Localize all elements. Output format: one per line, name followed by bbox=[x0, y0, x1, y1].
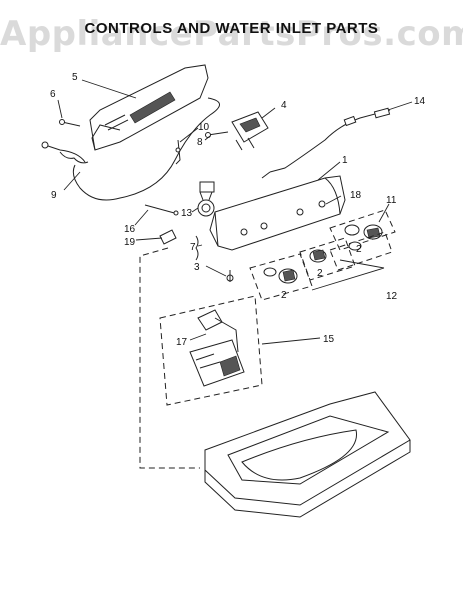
switch-4-part bbox=[231, 111, 269, 151]
callout-3: 3 bbox=[194, 262, 200, 273]
callout-16: 16 bbox=[124, 224, 136, 235]
callout-12: 12 bbox=[386, 291, 398, 302]
clip-10-part bbox=[175, 139, 181, 165]
screw-3-part bbox=[226, 270, 234, 282]
callout-labels: 5 6 4 14 10 8 9 1 18 11 13 16 19 7 2 2 2… bbox=[50, 72, 426, 348]
power-cord-9-part bbox=[41, 141, 89, 164]
callout-18: 18 bbox=[350, 190, 362, 201]
bracket-16-part bbox=[144, 204, 179, 216]
spring-7-part bbox=[195, 235, 199, 261]
routing-line bbox=[139, 247, 200, 469]
wire-harness bbox=[72, 97, 220, 201]
callout-11: 11 bbox=[386, 195, 397, 206]
leader-lines bbox=[57, 79, 413, 345]
control-panel-1-part bbox=[209, 175, 346, 251]
knob-group-12a bbox=[249, 253, 313, 301]
encoder-13-part bbox=[197, 181, 215, 217]
callout-2-a: 2 bbox=[356, 244, 362, 255]
callout-8: 8 bbox=[197, 137, 203, 148]
callout-4: 4 bbox=[281, 100, 287, 111]
valve-box-15 bbox=[159, 295, 263, 406]
callout-19: 19 bbox=[124, 237, 136, 248]
clip-19-part bbox=[159, 229, 177, 245]
screw-6-part bbox=[59, 119, 81, 127]
callout-13: 13 bbox=[181, 208, 193, 219]
callout-2-c: 2 bbox=[281, 290, 287, 301]
callout-15: 15 bbox=[323, 334, 335, 345]
callout-9: 9 bbox=[51, 190, 57, 201]
callout-14: 14 bbox=[414, 96, 426, 107]
callout-6: 6 bbox=[50, 89, 56, 100]
knob-group-12c bbox=[329, 231, 393, 271]
callout-10: 10 bbox=[198, 122, 210, 133]
water-valve-15-part bbox=[189, 309, 245, 387]
callout-17: 17 bbox=[176, 337, 188, 348]
diagram-title: CONTROLS AND WATER INLET PARTS bbox=[84, 20, 379, 37]
console-panel-part bbox=[89, 64, 209, 151]
inlet-tube-14-part bbox=[261, 107, 391, 179]
knob-group-12b bbox=[299, 237, 356, 281]
callout-2-b: 2 bbox=[317, 268, 323, 279]
callout-5: 5 bbox=[72, 72, 78, 83]
knob-group-11 bbox=[329, 209, 396, 251]
callout-1: 1 bbox=[342, 155, 348, 166]
callout-7: 7 bbox=[190, 242, 196, 253]
washer-top-part bbox=[204, 391, 411, 518]
